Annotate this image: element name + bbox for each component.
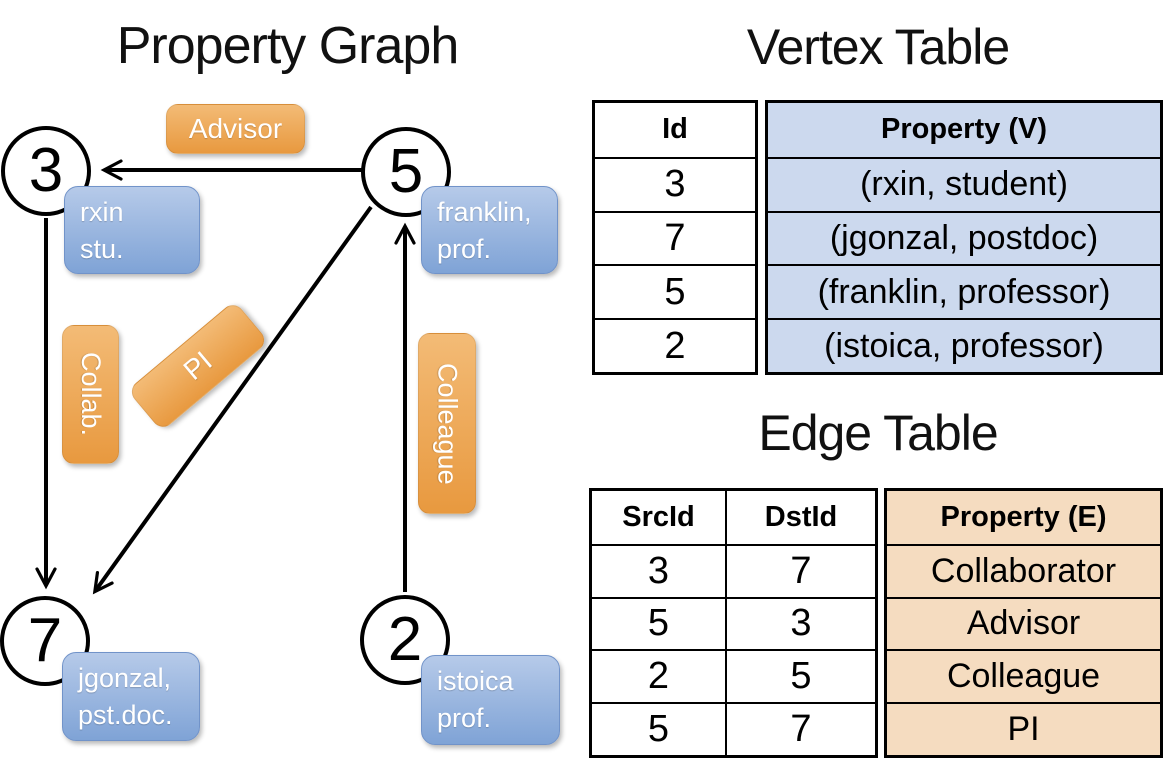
vertex-prop-line: istoica: [437, 666, 514, 696]
edge-label-colleague: Colleague: [418, 333, 476, 514]
vertex-table-id-column: Id 3 7 5 2: [592, 100, 758, 375]
vertex-prop-line: rxin: [80, 197, 124, 227]
edge-table-header-dstid: DstId: [725, 491, 875, 544]
edge-table-cell: Collaborator: [887, 543, 1160, 597]
edge-table-cell: 2: [592, 649, 725, 702]
vertex-table-cell: (jgonzal, postdoc): [768, 210, 1160, 265]
edge-table-header-property: Property (E): [940, 500, 1107, 533]
vertex-prop-box-3: rxin stu.: [64, 186, 200, 274]
edge-table-cell: 5: [592, 702, 725, 755]
vertex-table-property-column: Property (V) (rxin, student) (jgonzal, p…: [765, 100, 1163, 375]
vertex-prop-line: jgonzal,: [78, 663, 172, 693]
vertex-table-cell: (istoica, professor): [768, 318, 1160, 372]
graph-node-2: 2: [360, 595, 450, 685]
vertex-prop-box-7: jgonzal, pst.doc.: [62, 652, 200, 741]
edge-table-cell: 3: [725, 596, 875, 650]
graph-panel-title: Property Graph: [116, 17, 460, 75]
vertex-table-cell: 5: [595, 264, 755, 318]
vertex-table-cell: (rxin, student): [768, 156, 1160, 211]
node-id: 5: [388, 137, 424, 206]
node-id: 3: [28, 136, 64, 205]
vertex-prop-line: prof.: [437, 234, 492, 264]
vertex-table-header-property: Property (V): [881, 113, 1047, 146]
edge-table-cell: Colleague: [887, 649, 1160, 702]
edge-table-cell: PI: [887, 702, 1160, 755]
edge-label-advisor: Advisor: [166, 104, 305, 154]
node-id: 7: [27, 606, 63, 675]
edge-table-cell: 3: [592, 543, 725, 597]
edge-table-cell: 7: [725, 543, 875, 597]
vertex-table-cell: 7: [595, 210, 755, 265]
edge-5-to-7-pi: [92, 205, 373, 595]
vertex-table-header-id: Id: [662, 113, 688, 146]
edge-table-cell: 5: [592, 596, 725, 650]
edge-table-title: Edge Table: [758, 405, 998, 461]
edge-table-id-columns: SrcId DstId 3 7 5 3 2 5 5 7: [589, 488, 878, 758]
vertex-prop-line: franklin,: [437, 197, 532, 227]
edge-table-header-srcid: SrcId: [622, 500, 695, 533]
vertex-table-cell: 3: [595, 156, 755, 211]
vertex-table-cell: 2: [595, 318, 755, 372]
edge-table-cell: Advisor: [887, 596, 1160, 650]
vertex-prop-line: prof.: [437, 703, 492, 733]
vertex-prop-box-2: istoica prof.: [421, 655, 560, 745]
edge-label-collab: Collab.: [62, 325, 119, 464]
vertex-table-cell: (franklin, professor): [768, 264, 1160, 318]
edge-table-cell: 7: [725, 702, 875, 755]
vertex-prop-line: stu.: [80, 234, 124, 264]
vertex-prop-box-5: franklin, prof.: [421, 186, 558, 274]
graph-edges-layer: [35, 159, 416, 595]
edge-table-cell: 5: [725, 649, 875, 703]
vertex-prop-line: pst.doc.: [78, 700, 173, 730]
vertex-table-title: Vertex Table: [746, 19, 1010, 75]
edge-table-property-column: Property (E) Collaborator Advisor Collea…: [884, 488, 1163, 758]
graph-node-5: 5: [361, 127, 451, 217]
node-id: 2: [387, 605, 423, 674]
